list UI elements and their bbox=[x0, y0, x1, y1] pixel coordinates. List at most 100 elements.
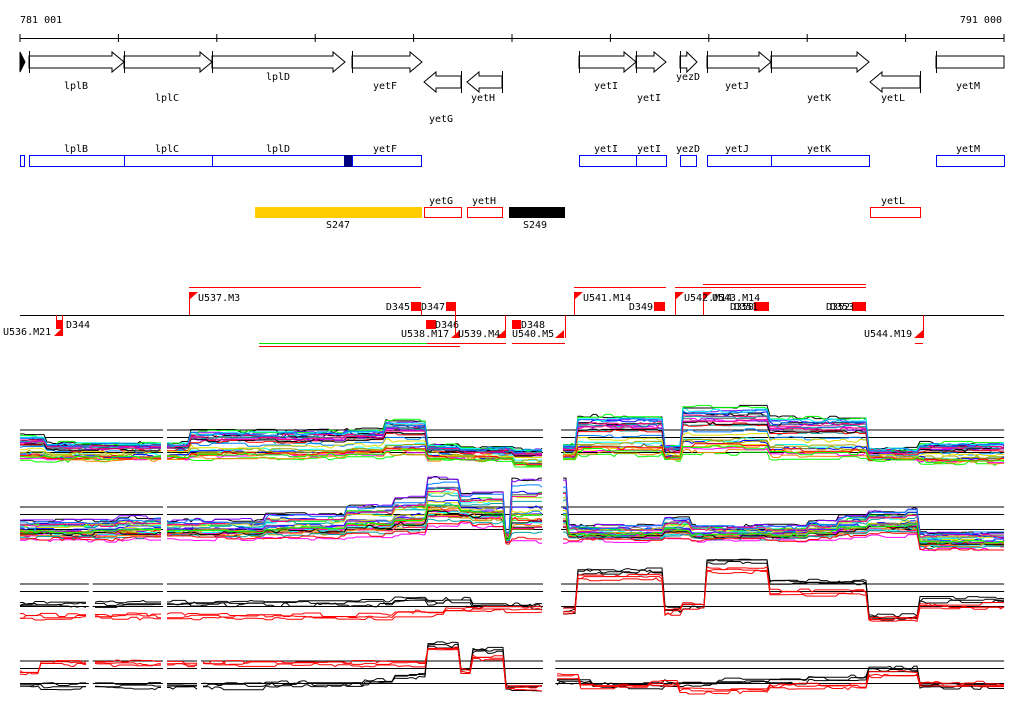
flag-U539-icon[interactable] bbox=[496, 330, 505, 338]
trace-line-black bbox=[20, 641, 1004, 688]
feature-label[interactable]: D352 bbox=[826, 302, 850, 313]
feature-label[interactable]: U537.M3 bbox=[198, 293, 240, 304]
flag-U536-icon[interactable] bbox=[54, 327, 63, 336]
flag-U543-icon[interactable] bbox=[703, 292, 712, 300]
gene-arrow[interactable] bbox=[635, 50, 667, 74]
trace-line bbox=[20, 481, 1004, 536]
trace-line bbox=[20, 504, 1004, 545]
gene-box-label: yetI bbox=[594, 144, 618, 155]
gene-label[interactable]: yetI bbox=[594, 81, 618, 92]
flag-U541-icon[interactable] bbox=[574, 292, 583, 300]
flag-U538-icon[interactable] bbox=[451, 330, 460, 338]
segment-S249[interactable] bbox=[509, 207, 565, 218]
feature-label[interactable]: D348 bbox=[521, 320, 545, 331]
gene-arrow[interactable] bbox=[578, 50, 637, 74]
feature-D344-box[interactable] bbox=[56, 320, 63, 329]
feature-D348-box[interactable] bbox=[512, 320, 521, 329]
feature-label[interactable]: D349 bbox=[629, 302, 653, 313]
feature-label[interactable]: U544.M19 bbox=[864, 329, 912, 340]
gene-label[interactable]: yetM bbox=[956, 81, 980, 92]
gene-box[interactable] bbox=[20, 155, 25, 167]
feature-D349-box[interactable] bbox=[654, 302, 665, 311]
gene-arrow[interactable] bbox=[28, 50, 125, 74]
feature-label[interactable]: D345 bbox=[386, 302, 410, 313]
trace-line bbox=[19, 504, 1004, 545]
gene-label[interactable]: yetH bbox=[471, 93, 495, 104]
gene-arrow[interactable] bbox=[869, 70, 921, 94]
gene-arrow[interactable] bbox=[706, 50, 772, 74]
feature-label[interactable]: U536.M21 bbox=[3, 327, 51, 338]
gene-box-lplD[interactable] bbox=[212, 155, 345, 167]
trace-line bbox=[19, 445, 1004, 467]
gene-box-yetF[interactable] bbox=[352, 155, 422, 167]
flag-U537-icon[interactable] bbox=[189, 292, 198, 300]
gene-label[interactable]: lplC bbox=[155, 93, 179, 104]
gene-box-label: lplD bbox=[266, 144, 290, 155]
trace-line-black bbox=[19, 558, 1005, 619]
gene-label[interactable]: yetG bbox=[429, 114, 453, 125]
gene-arrow[interactable] bbox=[679, 50, 698, 74]
feature-D347-box[interactable] bbox=[446, 302, 456, 311]
gene-arrow[interactable] bbox=[770, 50, 870, 74]
feature-label[interactable]: D344 bbox=[66, 320, 90, 331]
feature-label[interactable]: D351 bbox=[734, 302, 758, 313]
segment-label: S249 bbox=[523, 220, 547, 231]
gene-label[interactable]: yetL bbox=[881, 93, 905, 104]
gene-label[interactable]: yezD bbox=[676, 72, 700, 83]
gene-label[interactable]: lplB bbox=[64, 81, 88, 92]
feature-label[interactable]: U541.M14 bbox=[583, 293, 631, 304]
gene-box-label: lplB bbox=[64, 144, 88, 155]
gene-box-yetI-2[interactable] bbox=[636, 155, 667, 167]
segment-yetH[interactable] bbox=[467, 207, 503, 218]
segment-yetL[interactable] bbox=[870, 207, 921, 218]
gene-box-yezD[interactable] bbox=[680, 155, 697, 167]
gene-arrow[interactable] bbox=[211, 50, 346, 74]
gene-box-yetM[interactable] bbox=[936, 155, 1005, 167]
panel-1 bbox=[19, 404, 1005, 468]
ruler-end-label: 791 000 bbox=[960, 15, 1002, 26]
gene-arrow-partial[interactable] bbox=[19, 51, 26, 73]
feature-label[interactable]: U542.M14 bbox=[684, 293, 732, 304]
feature-label[interactable]: D353 bbox=[830, 302, 854, 313]
gene-arrow[interactable] bbox=[123, 50, 213, 74]
gene-arrow[interactable] bbox=[935, 55, 1005, 69]
flag-U542-icon[interactable] bbox=[675, 292, 684, 300]
feature-D353-box[interactable] bbox=[852, 302, 866, 311]
gene-box-yetK[interactable] bbox=[771, 155, 870, 167]
feature-label[interactable]: U543.M14 bbox=[712, 293, 760, 304]
feature-D351-box[interactable] bbox=[754, 302, 769, 311]
gene-arrow[interactable] bbox=[466, 70, 503, 94]
gene-label[interactable]: yetI bbox=[637, 93, 661, 104]
gene-arrow-labels: lplB lplC lplD yetF yetG yetH yetI yetI … bbox=[64, 72, 980, 125]
gene-label[interactable]: yetK bbox=[807, 93, 831, 104]
gene-box-lplC[interactable] bbox=[124, 155, 213, 167]
feature-D346-box[interactable] bbox=[426, 320, 436, 329]
gene-label[interactable]: yetF bbox=[373, 81, 397, 92]
trace-line-red bbox=[20, 566, 1005, 621]
gene-label[interactable]: yetJ bbox=[725, 81, 749, 92]
panel-3 bbox=[19, 558, 1005, 623]
segment-S247[interactable] bbox=[255, 207, 422, 218]
feature-label[interactable]: U538.M17 bbox=[401, 329, 449, 340]
gene-box-lplB[interactable] bbox=[29, 155, 125, 167]
gene-box-label: yetF bbox=[373, 144, 397, 155]
flag-U544-icon[interactable] bbox=[914, 330, 923, 338]
gene-arrow[interactable] bbox=[423, 70, 462, 94]
flag-U540-icon[interactable] bbox=[555, 330, 564, 338]
segment-yetG[interactable] bbox=[424, 207, 462, 218]
gene-box-highlight[interactable] bbox=[344, 155, 352, 167]
feature-label[interactable]: U540.M5 bbox=[512, 329, 554, 340]
feature-label[interactable]: U539.M4 bbox=[458, 329, 500, 340]
gene-box-label: yetM bbox=[956, 144, 980, 155]
feature-label[interactable]: D347 bbox=[421, 302, 445, 313]
feature-label[interactable]: D350 bbox=[730, 302, 754, 313]
feature-label[interactable]: D346 bbox=[435, 320, 459, 331]
trace-line-red bbox=[19, 648, 1004, 691]
gene-box-yetI[interactable] bbox=[579, 155, 637, 167]
feature-D345-box[interactable] bbox=[411, 302, 421, 311]
gene-arrow[interactable] bbox=[351, 50, 423, 74]
panel-2 bbox=[19, 476, 1005, 552]
gene-box-label: yetJ bbox=[725, 144, 749, 155]
gene-box-yetJ[interactable] bbox=[707, 155, 772, 167]
gene-label[interactable]: lplD bbox=[266, 72, 290, 83]
